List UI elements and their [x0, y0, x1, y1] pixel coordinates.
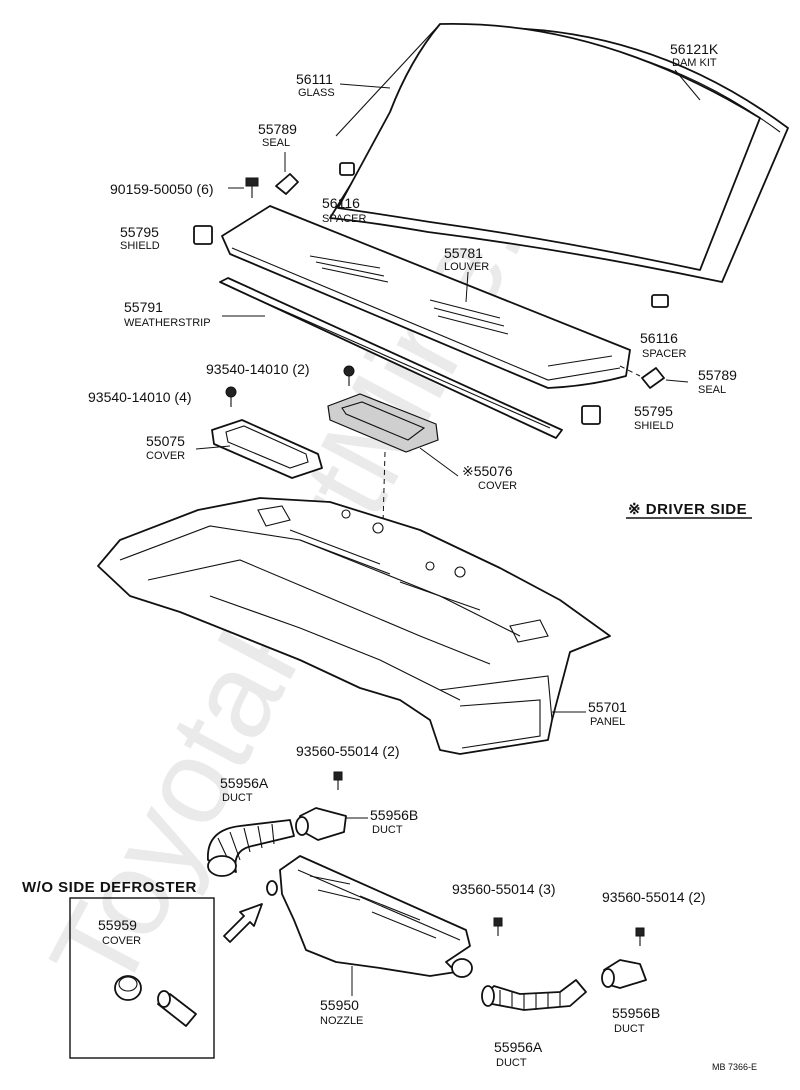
duct-55956a-upper[interactable] — [207, 819, 295, 877]
part-number: 55956B — [612, 1005, 660, 1021]
part-number: 55956A — [220, 775, 269, 791]
cowl-louver[interactable] — [221, 205, 631, 389]
part-number: 55959 — [98, 917, 137, 933]
bolt-icon — [635, 927, 645, 946]
inset-title: W/O SIDE DEFROSTER — [22, 879, 197, 896]
part-number: 55789 — [698, 367, 737, 383]
part-desc: DAM KIT — [672, 57, 717, 69]
part-desc: COVER — [478, 480, 517, 492]
part-desc: SHIELD — [634, 420, 674, 432]
part-desc: SEAL — [262, 137, 290, 149]
shield-icon — [193, 225, 213, 245]
spacer-icon — [651, 294, 669, 308]
part-number: 55701 — [588, 699, 627, 715]
part-number: 55791 — [124, 299, 163, 315]
bolt-icon — [245, 177, 259, 198]
part-desc: SPACER — [642, 348, 686, 360]
bolt-icon — [333, 771, 343, 790]
screw-icon — [343, 365, 355, 386]
duct-end-icon — [157, 990, 197, 1027]
cover-55075[interactable] — [211, 419, 323, 479]
part-desc: LOUVER — [444, 261, 489, 273]
part-number: 55795 — [634, 403, 673, 419]
seal-icon — [275, 173, 299, 195]
part-number: ※55076 — [462, 463, 513, 479]
part-desc: DUCT — [614, 1023, 645, 1035]
part-number: 55950 — [320, 997, 359, 1013]
part-number: 93540-14010 (2) — [206, 361, 310, 377]
part-desc: WEATHERSTRIP — [124, 317, 211, 329]
duct-55956b-lower[interactable] — [601, 959, 647, 989]
part-desc: PANEL — [590, 716, 625, 728]
part-number: 93560-55014 (2) — [602, 889, 706, 905]
part-number: 93560-55014 (2) — [296, 743, 400, 759]
part-desc: DUCT — [372, 824, 403, 836]
windshield-glass[interactable] — [329, 22, 789, 283]
part-number: 56111 — [296, 71, 333, 87]
part-number: 55956B — [370, 807, 418, 823]
drawing-code: MB 7366-E — [712, 1062, 757, 1072]
seal-icon — [641, 367, 665, 389]
weatherstrip[interactable] — [219, 277, 563, 439]
part-desc: NOZZLE — [320, 1015, 363, 1027]
part-desc: SEAL — [698, 384, 726, 396]
part-desc: SHIELD — [120, 240, 160, 252]
bolt-icon — [493, 917, 503, 936]
cowl-panel[interactable] — [97, 497, 611, 755]
spacer-icon — [339, 162, 355, 176]
defroster-nozzle[interactable] — [266, 855, 473, 978]
screw-icon — [225, 386, 237, 407]
inset-frame — [69, 897, 215, 1059]
duct-55956a-lower[interactable] — [481, 979, 587, 1011]
part-desc: SPACER — [322, 213, 366, 225]
part-desc: DUCT — [496, 1057, 527, 1069]
part-number: 93540-14010 (4) — [88, 389, 192, 405]
part-number: 55075 — [146, 433, 185, 449]
cover-55076[interactable] — [327, 393, 439, 453]
part-desc: COVER — [102, 935, 141, 947]
part-number: 90159-50050 (6) — [110, 181, 214, 197]
shield-icon — [581, 405, 601, 425]
cover-55959[interactable] — [114, 975, 142, 1001]
part-number: 93560-55014 (3) — [452, 881, 556, 897]
driver-side-note: ※ DRIVER SIDE — [628, 501, 747, 518]
part-number: 56116 — [640, 330, 678, 346]
duct-55956b-upper[interactable] — [295, 807, 347, 841]
part-number: 56121K — [670, 41, 719, 57]
arrow-icon — [223, 903, 263, 943]
part-desc: DUCT — [222, 792, 253, 804]
part-number: 55789 — [258, 121, 297, 137]
part-number: 55956A — [494, 1039, 543, 1055]
part-number: 55795 — [120, 224, 159, 240]
part-desc: GLASS — [298, 87, 335, 99]
part-number: 56116 — [322, 195, 360, 211]
part-desc: COVER — [146, 450, 185, 462]
part-number: 55781 — [444, 245, 483, 261]
